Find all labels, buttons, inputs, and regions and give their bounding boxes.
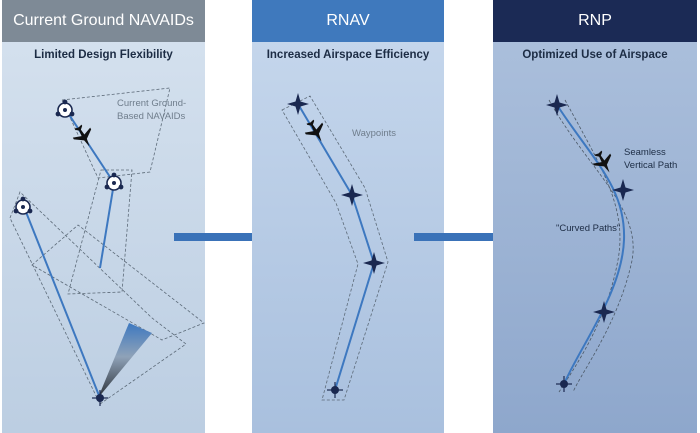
vertical-path-label: Seamless Vertical Path: [624, 147, 678, 171]
panel-rnp: RNP Optimized Use of Airspace Seamless V…: [493, 0, 697, 433]
rnp-route-diagram: [546, 94, 634, 393]
waypoint-icon: [556, 376, 572, 392]
navaid-icon: [104, 172, 124, 191]
panel-title: RNP: [493, 0, 697, 42]
route-corridor-inner: [558, 99, 621, 393]
waypoints-label: Waypoints: [352, 128, 396, 139]
panel-subtitle: Limited Design Flexibility: [34, 49, 173, 61]
waypoint-icon: [327, 382, 343, 398]
navaids-label: Current Ground- Based NAVAIDs: [117, 98, 187, 122]
aircraft-icon: [72, 124, 92, 147]
rnav-route-diagram: [281, 93, 389, 401]
navaid-icon: [13, 196, 33, 215]
route-line: [297, 103, 376, 391]
waypoint-icon: [546, 94, 568, 116]
panel-ground-navaids: Current Ground NAVAIDs Limited Design Fl…: [2, 0, 205, 433]
waypoint-markers: [546, 94, 634, 323]
waypoint-icon: [287, 93, 309, 115]
aircraft-icon: [592, 150, 612, 173]
route-lines: [23, 109, 115, 399]
route-corridor-outer: [548, 99, 634, 393]
protected-airspace-corridors: [9, 87, 205, 405]
signal-cone: [98, 323, 152, 398]
aircraft-icon: [304, 119, 324, 142]
waypoint-icon: [363, 252, 385, 274]
curved-route-line: [556, 104, 626, 385]
waypoint-icon: [612, 179, 634, 201]
panel-title: Current Ground NAVAIDs: [2, 0, 205, 42]
navaid-icon: [55, 99, 75, 118]
panel-subtitle: Increased Airspace Efficiency: [266, 49, 430, 61]
panel-rnav: RNAV Increased Airspace Efficiency Waypo…: [252, 0, 444, 433]
waypoint-icon: [341, 184, 363, 206]
waypoint-markers: [287, 93, 385, 274]
waypoint-icon: [593, 301, 615, 323]
route-corridor: [281, 95, 389, 401]
curved-paths-label: "Curved Paths": [556, 223, 621, 234]
panel-title: RNAV: [252, 0, 444, 42]
panel-subtitle: Optimized Use of Airspace: [522, 49, 668, 61]
navaid-route-diagram: [9, 87, 205, 406]
waypoint-icon: [92, 390, 108, 406]
